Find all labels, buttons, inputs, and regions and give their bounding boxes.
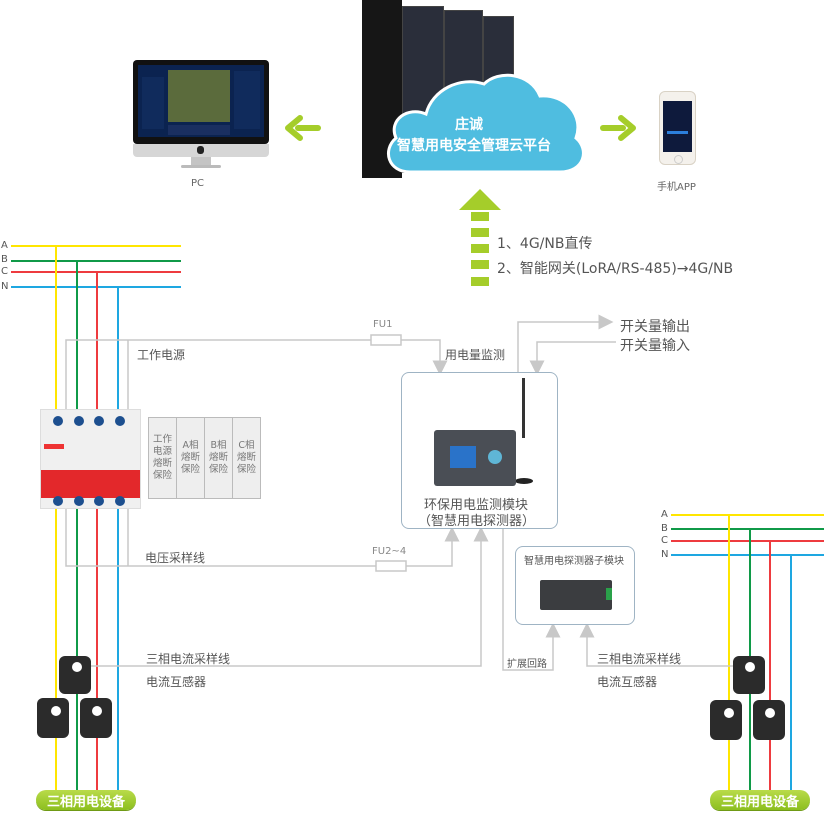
- phase-label-a-right: A: [661, 509, 668, 520]
- pc-dashboard-screen: [138, 65, 264, 137]
- breaker-brand-logo: [44, 444, 64, 449]
- fuse-phase-c: C相 熔断 保险: [236, 440, 256, 475]
- fu1-fuse: [370, 334, 402, 346]
- app-screen: [663, 101, 692, 152]
- current-transformer-right-3: [753, 700, 785, 740]
- phase-label-n-left: N: [1, 281, 9, 292]
- cloud-shape: [386, 73, 585, 174]
- breaker-handle: [41, 470, 140, 498]
- module-subname: （智慧用电探测器）: [418, 514, 536, 529]
- uplink-arrow: [459, 189, 501, 286]
- fu1-label: FU1: [373, 319, 393, 330]
- work-power-wire: [65, 339, 448, 415]
- uplink-item-2: 2、智能网关(LoRA/RS-485)→4G/NB: [497, 261, 734, 277]
- equipment-badge-left: 三相用电设备: [36, 790, 136, 810]
- current-transformer-left-1: [59, 656, 91, 694]
- expand-loop-label: 扩展回路: [507, 659, 547, 670]
- phase-label-n-right: N: [661, 549, 669, 560]
- arrow-to-pc: [285, 115, 321, 141]
- current-sampling-label-right: 三相电流采样线: [597, 652, 682, 666]
- pc-label: PC: [191, 178, 205, 189]
- ct-label-right: 电流互感器: [597, 675, 658, 689]
- device-lcd-screen: [450, 446, 476, 468]
- power-monitor-label: 用电量监测: [445, 348, 506, 362]
- switch-output-wire: [517, 314, 614, 372]
- phase-label-b-right: B: [661, 523, 668, 534]
- switch-output-label: 开关量输出: [620, 319, 690, 335]
- switch-input-wire: [529, 341, 616, 376]
- current-transformer-right-2: [710, 700, 742, 740]
- expand-loop-wire: [502, 528, 561, 671]
- antenna: [522, 378, 525, 438]
- fu2-4-fuse: [375, 560, 407, 572]
- current-transformer-right-1: [733, 656, 765, 694]
- uplink-item-1: 1、4G/NB直传: [497, 236, 593, 252]
- device-keypad: [488, 450, 502, 464]
- arrow-to-app: [600, 115, 636, 141]
- platform-title: 智慧用电安全管理云平台: [397, 138, 551, 154]
- phase-label-a-left: A: [1, 240, 8, 251]
- sub-module-title: 智慧用电探测器子模块: [524, 556, 624, 567]
- current-transformer-left-3: [80, 698, 112, 738]
- fuse-table: 工作 电源 熔断 保险 A相 熔断 保险 B相 熔断 保险 C相 熔断 保险: [148, 417, 261, 499]
- fuse-work-power: 工作 电源 熔断 保险: [149, 418, 177, 498]
- ct-label-left: 电流互感器: [146, 675, 207, 689]
- current-sampling-wire-left: [90, 526, 489, 667]
- phase-label-b-left: B: [1, 254, 8, 265]
- module-name: 环保用电监测模块: [424, 498, 529, 513]
- fuse-phase-a: A相 熔断 保险: [177, 418, 205, 498]
- phase-label-c-left: C: [1, 266, 8, 277]
- apple-logo-icon: [197, 146, 204, 154]
- pc-monitor: [133, 60, 269, 168]
- current-sampling-wire-right: [579, 622, 737, 667]
- phase-label-c-right: C: [661, 535, 668, 546]
- sub-module-device: [540, 580, 612, 610]
- monitor-device: [434, 430, 516, 486]
- antenna-base: [515, 478, 533, 484]
- current-sampling-label-left: 三相电流采样线: [146, 652, 231, 666]
- fuse-phase-b: B相 熔断 保险: [205, 418, 233, 498]
- circuit-breaker: [40, 409, 141, 509]
- platform-company: 庄诚: [455, 117, 483, 133]
- switch-input-label: 开关量输入: [620, 338, 690, 354]
- work-power-label: 工作电源: [137, 348, 186, 362]
- voltage-sampling-wire: [65, 505, 460, 567]
- current-transformer-left-2: [37, 698, 69, 738]
- mobile-phone: [659, 91, 696, 165]
- fu2-4-label: FU2~4: [372, 546, 407, 557]
- app-label: 手机APP: [657, 182, 696, 193]
- equipment-badge-right: 三相用电设备: [710, 790, 810, 810]
- voltage-sampling-label: 电压采样线: [145, 551, 206, 565]
